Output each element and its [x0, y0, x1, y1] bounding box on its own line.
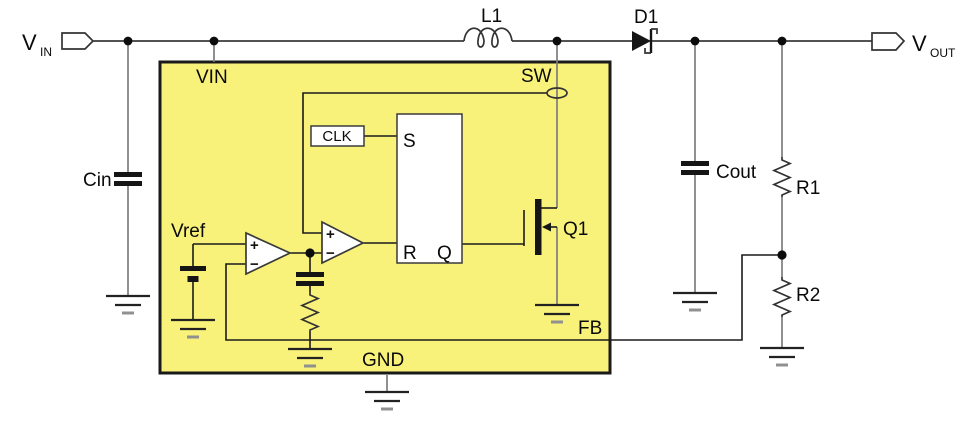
- output-capacitor: Cout: [671, 161, 757, 312]
- gnd-pin-ground-symbol: [363, 390, 411, 411]
- error-amp-minus-sign: −: [250, 256, 259, 273]
- input-capacitor: Cin: [83, 170, 152, 315]
- feedback-divider: R1 R2: [758, 156, 820, 367]
- cin-capacitor-symbol: [114, 172, 142, 186]
- clock-block: CLK: [310, 125, 365, 147]
- ic-pin-label-vin: VIN: [196, 67, 228, 88]
- l1-coil-symbol: [463, 27, 513, 48]
- output-port: V OUT: [871, 31, 956, 60]
- vout-port-symbol: [871, 32, 906, 51]
- input-port: V IN: [22, 30, 95, 59]
- cout-label: Cout: [716, 162, 757, 183]
- error-amp-plus-sign: +: [250, 237, 259, 254]
- error-amp-triangle: [245, 231, 293, 276]
- junction-dot-cout: [690, 36, 700, 46]
- latch-q-label: Q: [437, 243, 452, 264]
- vin-port-symbol: [61, 32, 95, 50]
- ic-pin-label-sw: SW: [521, 66, 552, 87]
- vref-source: Vref: [169, 221, 217, 339]
- cin-ground-symbol: [104, 294, 152, 315]
- junction-dot-cin: [123, 36, 133, 46]
- vref-label: Vref: [171, 221, 206, 242]
- vout-port-label: V: [912, 31, 927, 56]
- junction-dot-r1: [777, 36, 787, 46]
- d1-schottky-hooks: [644, 28, 658, 54]
- vref-battery-short-plate: [187, 276, 199, 282]
- mosfet-q1: Q1: [523, 199, 588, 324]
- pwm-comparator-triangle: [321, 220, 365, 265]
- junction-dot-vin: [209, 36, 219, 46]
- junction-dot-sw: [552, 36, 562, 46]
- junction-dot-fb-node: [777, 250, 787, 260]
- q1-channel-bar: [535, 199, 542, 255]
- r1-resistor-symbol: [773, 156, 791, 198]
- vout-port-sublabel: OUT: [930, 46, 956, 60]
- d1-label: D1: [634, 7, 658, 28]
- junction-dots: [123, 36, 787, 260]
- clk-box: [310, 125, 365, 147]
- pwm-comparator-minus-sign: −: [326, 245, 335, 262]
- pin-wires: [127, 43, 783, 392]
- vref-battery-long-plate: [180, 266, 206, 271]
- l1-label: L1: [481, 6, 502, 27]
- fb-feedback-wire: [225, 254, 782, 341]
- q1-body-arrow: [542, 222, 551, 232]
- sw-pin-ellipse: [546, 87, 568, 99]
- vin-port-label: V: [22, 30, 37, 55]
- cin-label: Cin: [83, 170, 112, 191]
- r2-resistor-symbol: [773, 276, 791, 318]
- ic-pin-label-fb: FB: [578, 318, 602, 339]
- r2-label: R2: [796, 285, 820, 306]
- cout-capacitor-symbol: [681, 161, 709, 175]
- inductor: L1: [463, 6, 513, 48]
- pwm-comparator: + −: [321, 220, 365, 265]
- latch-r-label: R: [403, 243, 417, 264]
- d1-anode-triangle: [632, 31, 651, 51]
- sr-latch: S R Q: [396, 113, 463, 264]
- diode: D1: [632, 7, 658, 54]
- r2-ground-symbol: [758, 346, 806, 367]
- clk-label: CLK: [322, 128, 351, 145]
- error-amplifier: + −: [245, 231, 293, 276]
- latch-s-label: S: [403, 131, 416, 152]
- cout-ground-symbol: [671, 291, 719, 312]
- sw-sense-wire: [302, 92, 547, 234]
- q1-label: Q1: [563, 219, 588, 240]
- latch-box: [396, 113, 463, 264]
- ic-pins: VIN SW GND FB: [196, 66, 602, 411]
- main-wires: [93, 40, 872, 349]
- r1-label: R1: [796, 178, 820, 199]
- controller-ic-block: [158, 60, 612, 375]
- ic-pin-label-gnd: GND: [362, 350, 404, 371]
- junction-dot-comp-node: [305, 248, 315, 258]
- vin-port-sublabel: IN: [40, 45, 52, 59]
- pwm-comparator-plus-sign: +: [326, 226, 335, 243]
